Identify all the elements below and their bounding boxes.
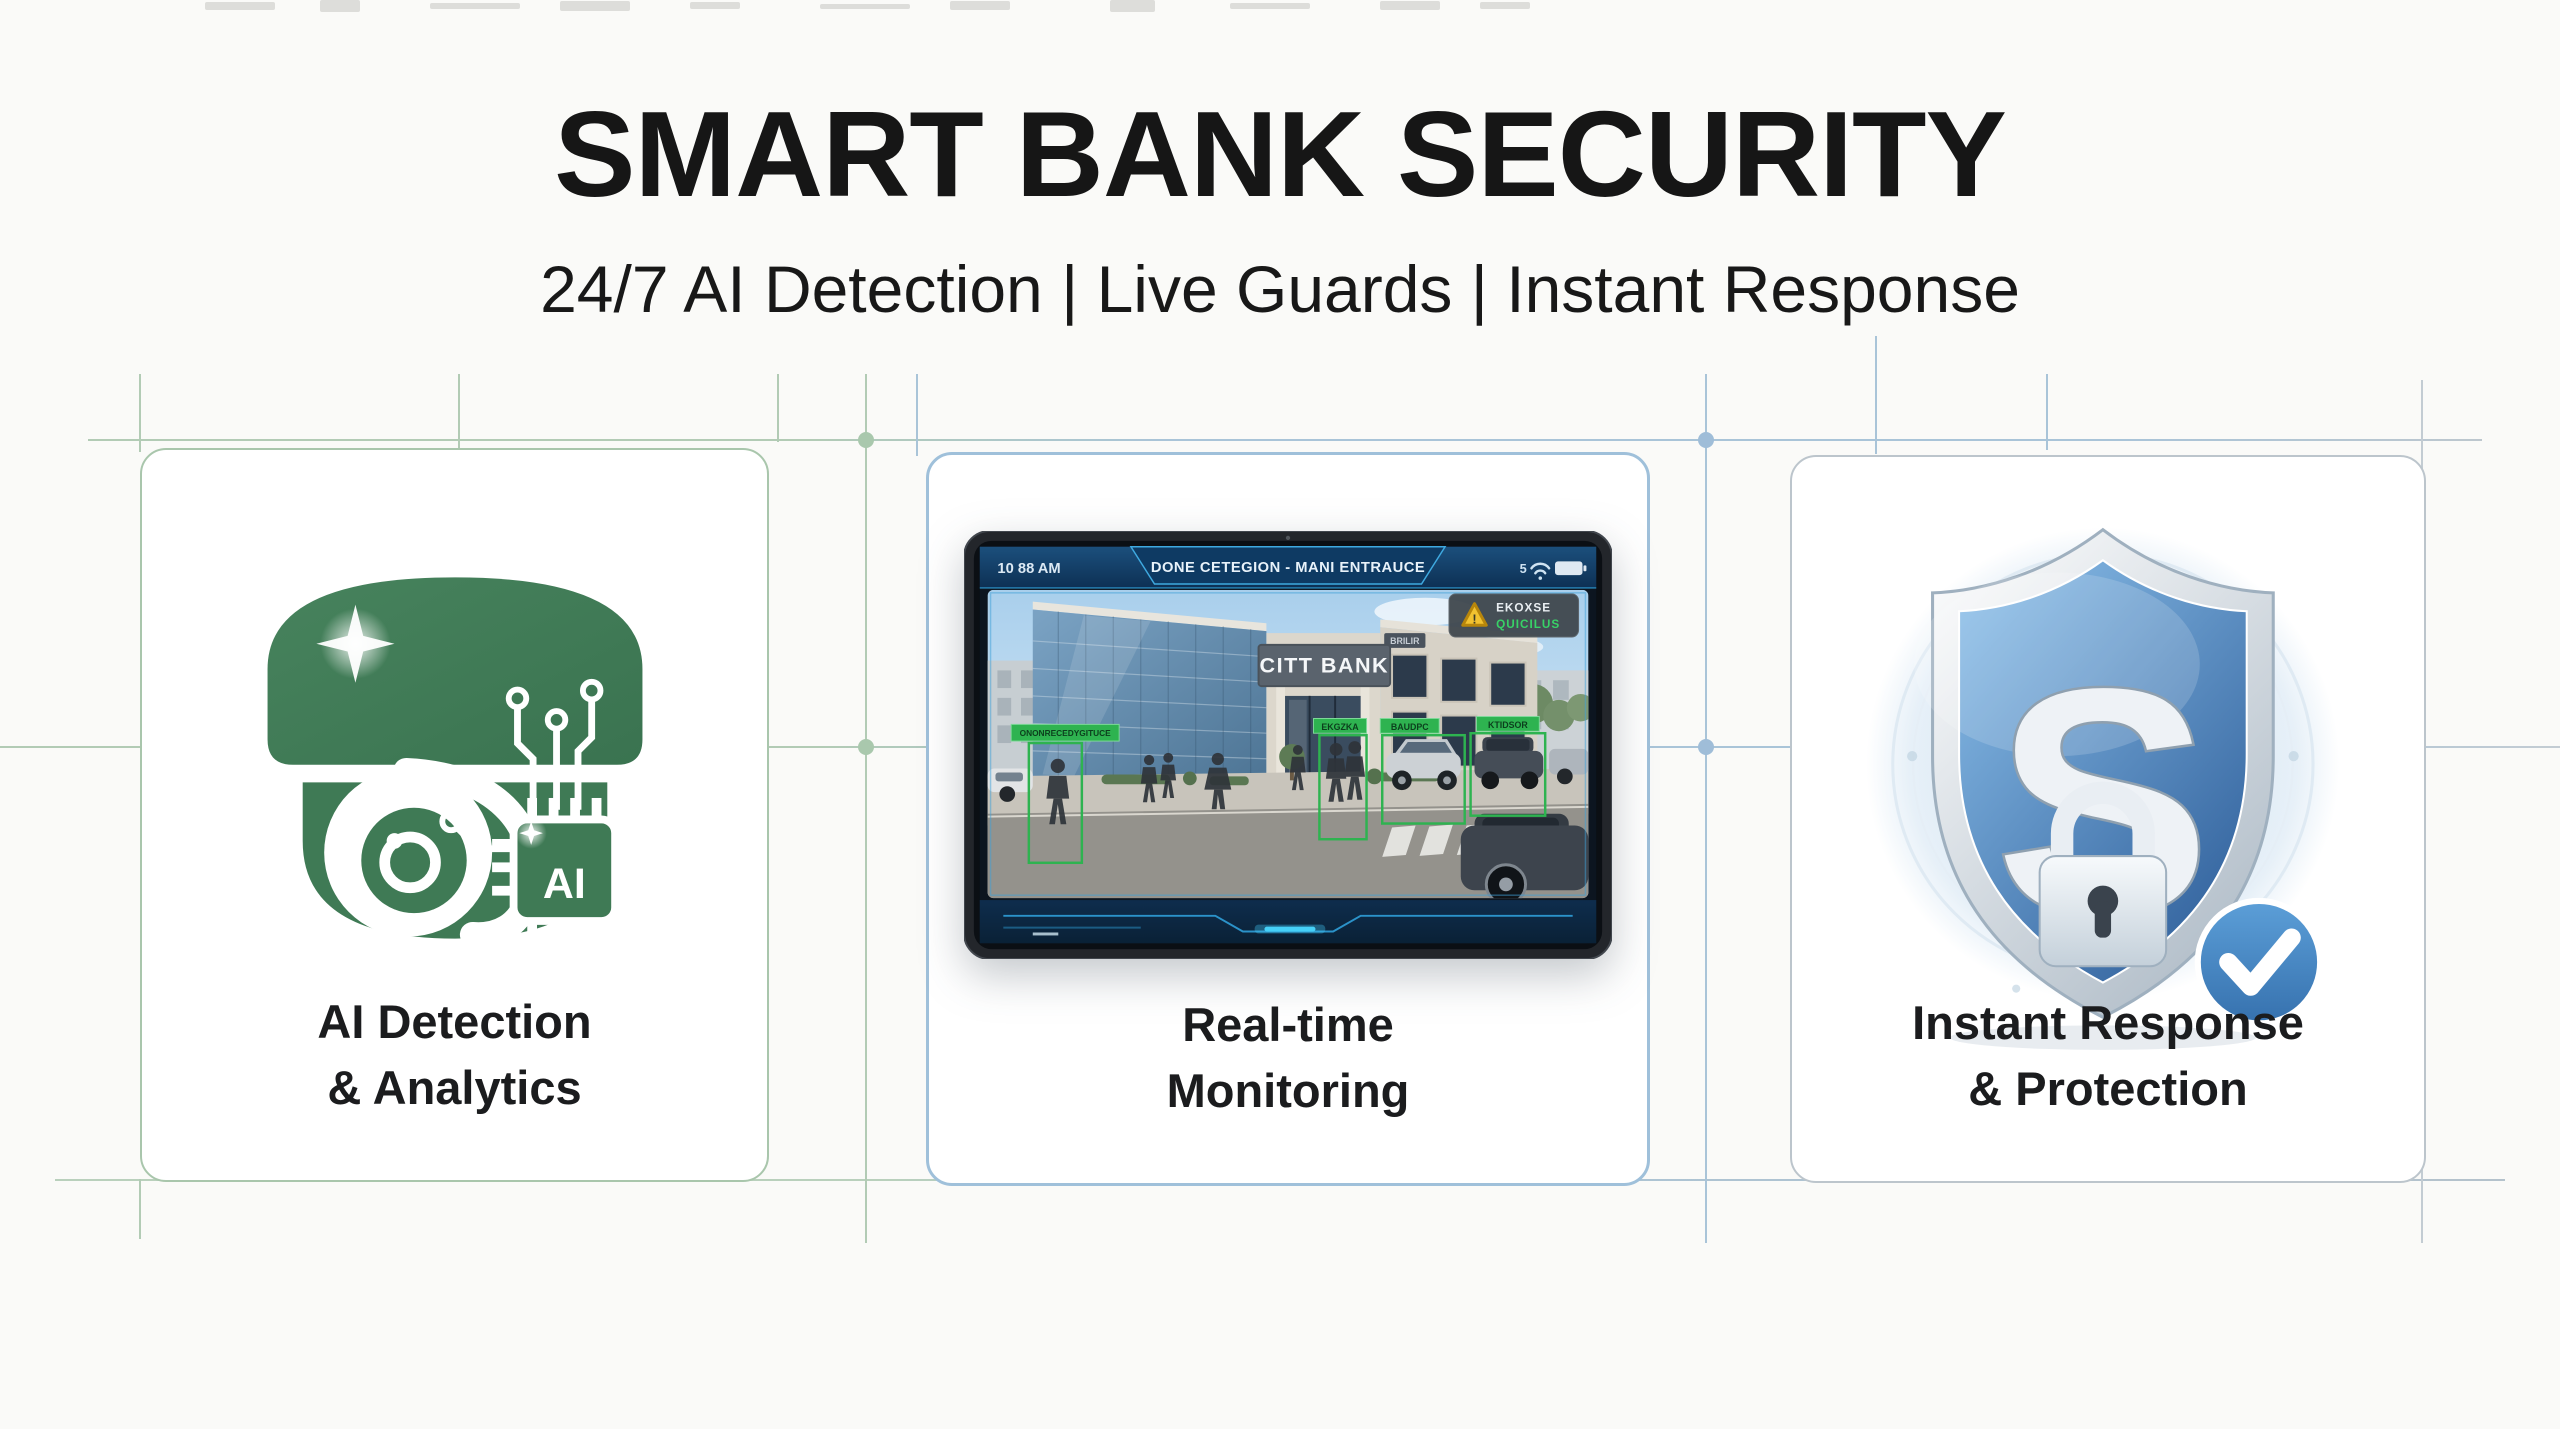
tablet-mockup: 10 88 AM DONE CETEGION - MANI ENTRAUCE 5 xyxy=(964,531,1612,959)
alert-line1: EKOXSE xyxy=(1496,601,1551,614)
decor-line-vertical xyxy=(916,374,918,456)
noise-artifact xyxy=(950,1,1010,10)
svg-text:!: ! xyxy=(1472,611,1476,626)
noise-artifact xyxy=(1110,0,1155,12)
car xyxy=(987,768,1033,802)
noise-artifact xyxy=(1230,3,1310,9)
dome-camera-icon: AI xyxy=(267,577,642,948)
ai-camera-icon: AI xyxy=(142,550,767,962)
monitoring-tablet: 10 88 AM DONE CETEGION - MANI ENTRAUCE 5 xyxy=(929,531,1647,959)
ai-chip: AI xyxy=(491,797,637,943)
decor-line-vertical xyxy=(777,374,779,442)
card-label-line2: & Protection xyxy=(1968,1062,2248,1116)
detection-label: ONONRECEDYGITUCE xyxy=(1020,728,1112,738)
signal-label: 5 xyxy=(1520,561,1527,576)
card-ai-detection: AI AI Detection & Analytics xyxy=(140,448,769,1182)
decor-line-vertical xyxy=(1875,336,1877,454)
pedestrians xyxy=(1046,741,1365,825)
card-real-time-monitoring: 10 88 AM DONE CETEGION - MANI ENTRAUCE 5 xyxy=(926,452,1650,1186)
alert-badge: ! EKOXSE QUICILUS xyxy=(1448,593,1580,638)
connector-dot xyxy=(1698,432,1714,448)
connector-dot xyxy=(858,739,874,755)
detection-label-bg xyxy=(1313,718,1368,734)
shield-icon: S xyxy=(1866,527,2340,1050)
side-sign-label: BRILIR xyxy=(1390,636,1420,646)
detection-label: BAUDPC xyxy=(1391,722,1429,732)
detection-box xyxy=(1318,733,1368,841)
noise-artifact xyxy=(820,4,910,9)
hud-glow-segment xyxy=(1264,926,1316,932)
noise-artifact xyxy=(1480,2,1530,9)
card-label: AI Detection & Analytics xyxy=(142,989,767,1122)
check-badge xyxy=(2194,897,2324,1027)
page-title: SMART BANK SECURITY xyxy=(554,86,2007,222)
decor-line-vertical-stub xyxy=(139,1179,141,1239)
side-sign xyxy=(1384,633,1426,648)
camera-dome-cap xyxy=(267,577,642,765)
circuit-traces-icon xyxy=(438,678,603,853)
detection-box xyxy=(1381,733,1466,825)
alert-line2: QUICILUS xyxy=(1496,618,1560,631)
chip-label: AI xyxy=(542,860,585,908)
detection-label: KTIDSOR xyxy=(1488,720,1528,730)
silver-suv xyxy=(1386,739,1461,791)
card-label-line2: & Analytics xyxy=(327,1061,582,1115)
card-instant-response: S Instant Response & Protection xyxy=(1790,455,2426,1183)
tablet-status-bar: 10 88 AM DONE CETEGION - MANI ENTRAUCE 5 xyxy=(979,545,1597,589)
detection-box xyxy=(1469,731,1547,817)
padlock-icon xyxy=(2038,781,2168,968)
decor-line-vertical-connector xyxy=(1705,374,1707,1243)
card-label-line1: AI Detection xyxy=(317,994,592,1048)
noise-artifact xyxy=(690,2,740,9)
detection-label: EKGZKA xyxy=(1321,722,1359,732)
decor-line-horizontal-top xyxy=(88,439,2482,441)
detection-label-bg xyxy=(1010,723,1120,742)
checkmark-icon xyxy=(2219,928,2301,996)
connector-dot xyxy=(1698,739,1714,755)
tablet-camera-dot xyxy=(1285,535,1291,541)
decor-line-vertical-connector xyxy=(865,374,867,1243)
sparkle-icon xyxy=(315,604,394,683)
connector-dot xyxy=(858,432,874,448)
detection-label-bg xyxy=(1379,718,1440,734)
security-shield-icon: S xyxy=(1792,501,2424,1052)
detection-box xyxy=(1027,741,1084,865)
dark-suv xyxy=(1474,737,1544,790)
bank-sign xyxy=(1257,643,1392,688)
card-label: Instant Response & Protection xyxy=(1792,990,2424,1123)
noise-artifact xyxy=(430,3,520,9)
hud-frame xyxy=(989,592,1587,896)
card-label-line1: Instant Response xyxy=(1912,995,2304,1049)
surveillance-feed: BRILIR CITT BANK xyxy=(987,589,1589,899)
bank-sign-label: CITT BANK xyxy=(1260,652,1390,677)
tablet-time: 10 88 AM xyxy=(997,561,1060,577)
wifi-icon xyxy=(1530,562,1551,575)
detection-overlays: ONONRECEDYGITUCE EKGZKA BAUDPC KTIDSOR xyxy=(1010,716,1547,865)
decor-line-vertical xyxy=(458,374,460,450)
noise-artifact xyxy=(320,0,360,12)
battery-icon xyxy=(1555,561,1587,576)
noise-artifact xyxy=(1380,1,1440,10)
parked-car xyxy=(1549,748,1589,785)
card-label-line1: Real-time xyxy=(1182,997,1394,1051)
hud-bottom-bar xyxy=(979,900,1597,944)
card-label: Real-time Monitoring xyxy=(929,992,1647,1125)
card-label-line2: Monitoring xyxy=(1166,1064,1410,1118)
noise-artifact xyxy=(560,1,630,11)
decor-line-vertical xyxy=(139,374,141,452)
decor-line-vertical xyxy=(2046,374,2048,450)
warning-triangle-icon xyxy=(1461,602,1488,627)
detection-label-bg xyxy=(1475,716,1540,732)
shield-shadow xyxy=(1949,1025,2256,1050)
page-subtitle: 24/7 AI Detection | Live Guards | Instan… xyxy=(540,252,2020,326)
noise-artifact xyxy=(205,2,275,10)
shield-inner xyxy=(1958,559,2248,984)
tablet-header-title: DONE CETEGION - MANI ENTRAUCE xyxy=(1151,560,1425,576)
foreground-car xyxy=(1460,813,1589,899)
